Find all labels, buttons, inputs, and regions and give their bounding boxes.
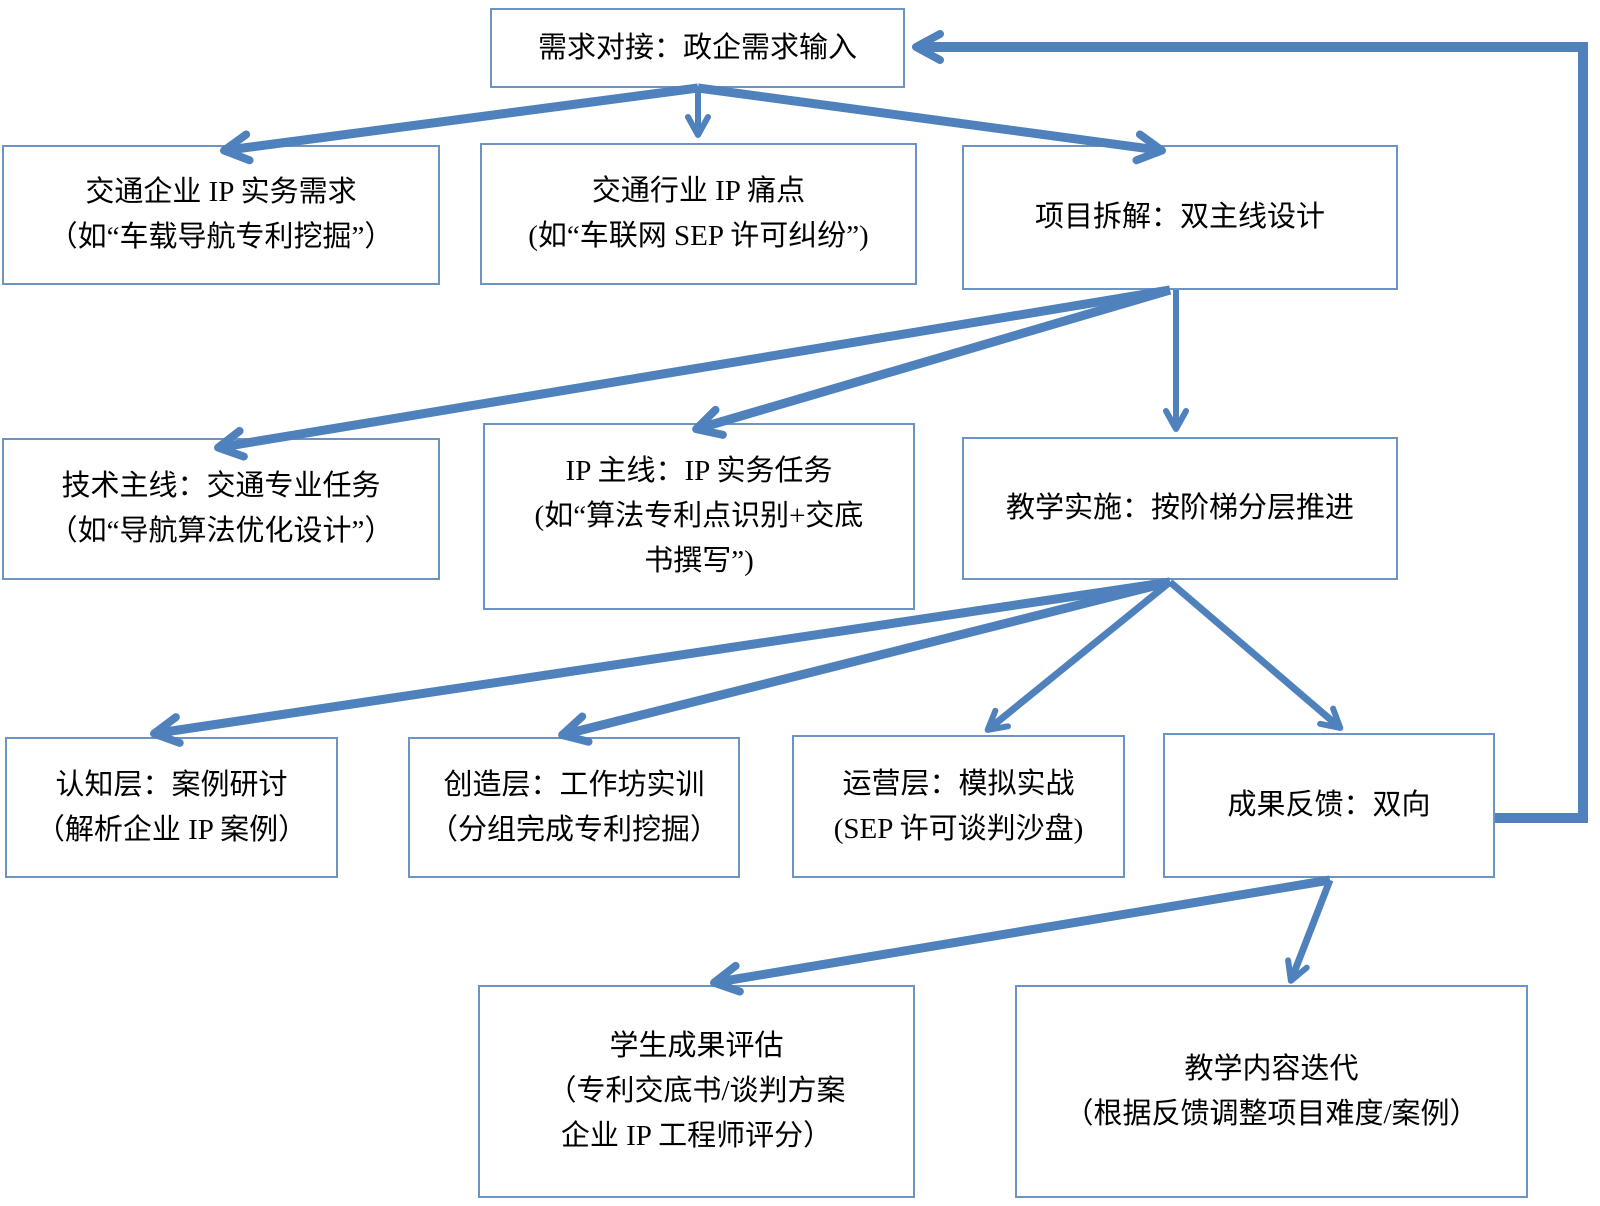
edge-feedback-to-student-eval-arrow: [710, 875, 1331, 996]
node-enterprise-need: 交通企业 IP 实务需求 （如“车载导航专利挖掘”）: [2, 145, 440, 285]
node-demand: 需求对接：政企需求输入: [490, 8, 905, 88]
node-content-iter-line1: 教学内容迭代: [1184, 1052, 1359, 1085]
node-cognition-line2: （解析企业 IP 案例）: [35, 813, 308, 846]
node-cognition-line1: 认知层：案例研讨: [55, 768, 288, 801]
node-creation: 创造层：工作坊实训 （分组完成专利挖掘）: [408, 737, 740, 878]
node-teaching-label: 教学实施：按阶梯分层推进: [1005, 492, 1354, 525]
node-demand-label: 需求对接：政企需求输入: [537, 31, 857, 64]
node-student-eval-line1: 学生成果评估: [609, 1030, 784, 1063]
node-feedback: 成果反馈：双向: [1163, 733, 1495, 878]
edge-feedback-to-content-iter-arrow: [1285, 878, 1334, 984]
edge-project-split-to-ip-line-arrow: [692, 285, 1172, 439]
node-ip-line-line3: 书撰写”): [644, 544, 754, 577]
node-teaching: 教学实施：按阶梯分层推进: [962, 437, 1398, 580]
edge-teaching-to-operation-arrow: [984, 579, 1173, 733]
node-operation-line1: 运营层：模拟实战: [842, 767, 1075, 800]
node-tech-line-line1: 技术主线：交通专业任务: [61, 470, 381, 503]
node-creation-line1: 创造层：工作坊实训: [443, 768, 705, 801]
node-student-eval-line3: 企业 IP 工程师评分）: [560, 1119, 833, 1152]
node-industry-pain-line2: (如“车联网 SEP 许可纠纷”): [528, 220, 869, 252]
node-enterprise-need-line2: （如“车载导航专利挖掘”）: [48, 221, 394, 253]
node-student-eval: 学生成果评估 （专利交底书/谈判方案 企业 IP 工程师评分）: [478, 985, 915, 1198]
node-ip-line: IP 主线：IP 实务任务 (如“算法专利点识别+交底 书撰写”): [483, 423, 915, 610]
node-tech-line-line2: （如“导航算法优化设计”）: [48, 515, 394, 547]
node-creation-line2: （分组完成专利挖掘）: [428, 813, 719, 846]
node-ip-line-line1: IP 主线：IP 实务任务: [565, 455, 833, 488]
node-project-split-label: 项目拆解：双主线设计: [1034, 201, 1325, 234]
edge-demand-to-enterprise-need-arrow: [220, 83, 699, 165]
node-content-iter: 教学内容迭代 （根据反馈调整项目难度/案例）: [1015, 985, 1528, 1198]
node-operation: 运营层：模拟实战 (SEP 许可谈判沙盘): [792, 735, 1125, 878]
node-feedback-label: 成果反馈：双向: [1227, 789, 1431, 822]
node-student-eval-line2: （专利交底书/谈判方案: [547, 1075, 846, 1108]
node-industry-pain: 交通行业 IP 痛点 (如“车联网 SEP 许可纠纷”): [480, 143, 917, 285]
edge-demand-to-project-split-arrow: [697, 83, 1166, 165]
node-cognition: 认知层：案例研讨 （解析企业 IP 案例）: [5, 737, 338, 878]
node-operation-line2: (SEP 许可谈判沙盘): [833, 812, 1084, 845]
node-ip-line-line2: (如“算法专利点识别+交底: [534, 500, 864, 533]
edge-teaching-to-feedback-arrow: [1167, 579, 1344, 731]
node-project-split: 项目拆解：双主线设计: [962, 145, 1398, 290]
node-content-iter-line2: （根据反馈调整项目难度/案例）: [1064, 1097, 1479, 1130]
node-enterprise-need-line1: 交通企业 IP 实务需求: [85, 176, 357, 209]
node-industry-pain-line1: 交通行业 IP 痛点: [591, 175, 806, 208]
node-tech-line: 技术主线：交通专业任务 （如“导航算法优化设计”）: [2, 438, 440, 580]
